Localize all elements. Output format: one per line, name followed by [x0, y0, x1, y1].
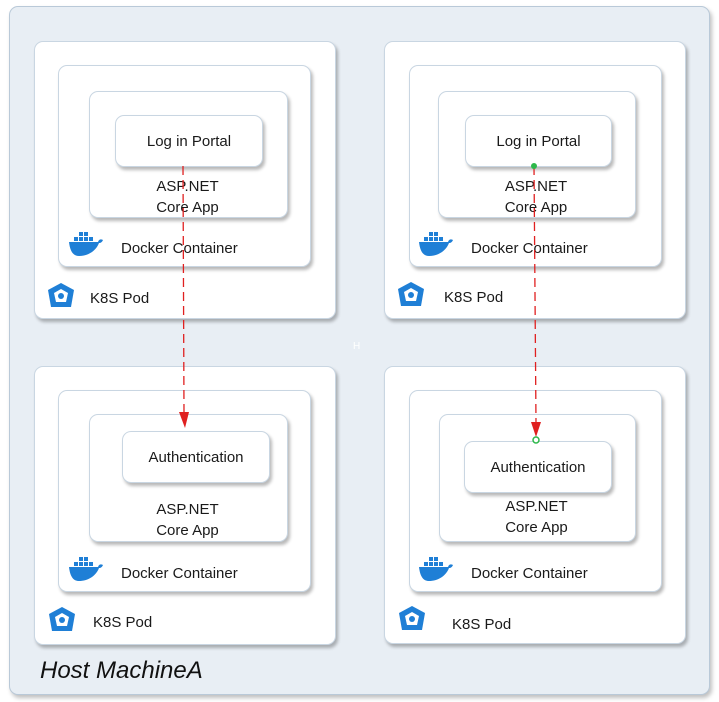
arrow-left[interactable] [179, 165, 189, 428]
app-label: ASP.NET Core App [439, 496, 634, 538]
service-top-left[interactable]: Log in Portal [115, 115, 263, 167]
app-label: ASP.NET Core App [89, 499, 286, 541]
kubernetes-icon [48, 283, 74, 307]
arrow-right-line [533, 165, 537, 424]
container-label: Docker Container [471, 565, 588, 582]
kubernetes-icon [398, 282, 424, 306]
service-label: Authentication [148, 448, 244, 466]
app-label-line2: Core App [504, 199, 568, 216]
app-label: ASP.NET Core App [438, 176, 634, 218]
arrow-right[interactable] [531, 163, 541, 444]
docker-whale-icon [419, 557, 453, 581]
pod-label: K8S Pod [452, 616, 512, 633]
app-label-line1: ASP.NET [156, 178, 219, 195]
kubernetes-icon [49, 607, 75, 631]
kubernetes-icon [399, 606, 425, 630]
docker-whale-icon [419, 232, 453, 256]
service-label: Authentication [490, 458, 586, 476]
app-label-line1: ASP.NET [156, 501, 219, 518]
arrow-left-line [182, 165, 185, 414]
host-machine-label: Host MachineA [40, 657, 203, 684]
app-label-line2: Core App [156, 199, 219, 216]
container-label: Docker Container [121, 565, 238, 582]
pod-label: K8S Pod [90, 290, 150, 307]
center-mark: H [353, 341, 361, 352]
app-label: ASP.NET Core App [89, 176, 286, 218]
arrow-left-head [179, 412, 189, 428]
app-label-line1: ASP.NET [505, 498, 568, 515]
app-label-line1: ASP.NET [504, 178, 568, 195]
docker-whale-icon [69, 557, 103, 581]
service-top-right[interactable]: Log in Portal [465, 115, 612, 167]
service-label: Log in Portal [496, 132, 581, 150]
arrow-right-head [531, 422, 541, 437]
arrow-right-end-handle[interactable] [532, 436, 540, 444]
service-label: Log in Portal [146, 132, 232, 150]
app-label-line2: Core App [156, 522, 219, 539]
arrow-right-start-handle[interactable] [531, 163, 537, 169]
app-label-line2: Core App [505, 519, 568, 536]
pod-label: K8S Pod [93, 614, 153, 631]
service-bottom-left[interactable]: Authentication [122, 431, 270, 483]
pod-label: K8S Pod [444, 289, 504, 306]
container-label: Docker Container [121, 240, 238, 257]
service-bottom-right[interactable]: Authentication [464, 441, 612, 493]
container-label: Docker Container [471, 240, 588, 257]
docker-whale-icon [69, 232, 103, 256]
